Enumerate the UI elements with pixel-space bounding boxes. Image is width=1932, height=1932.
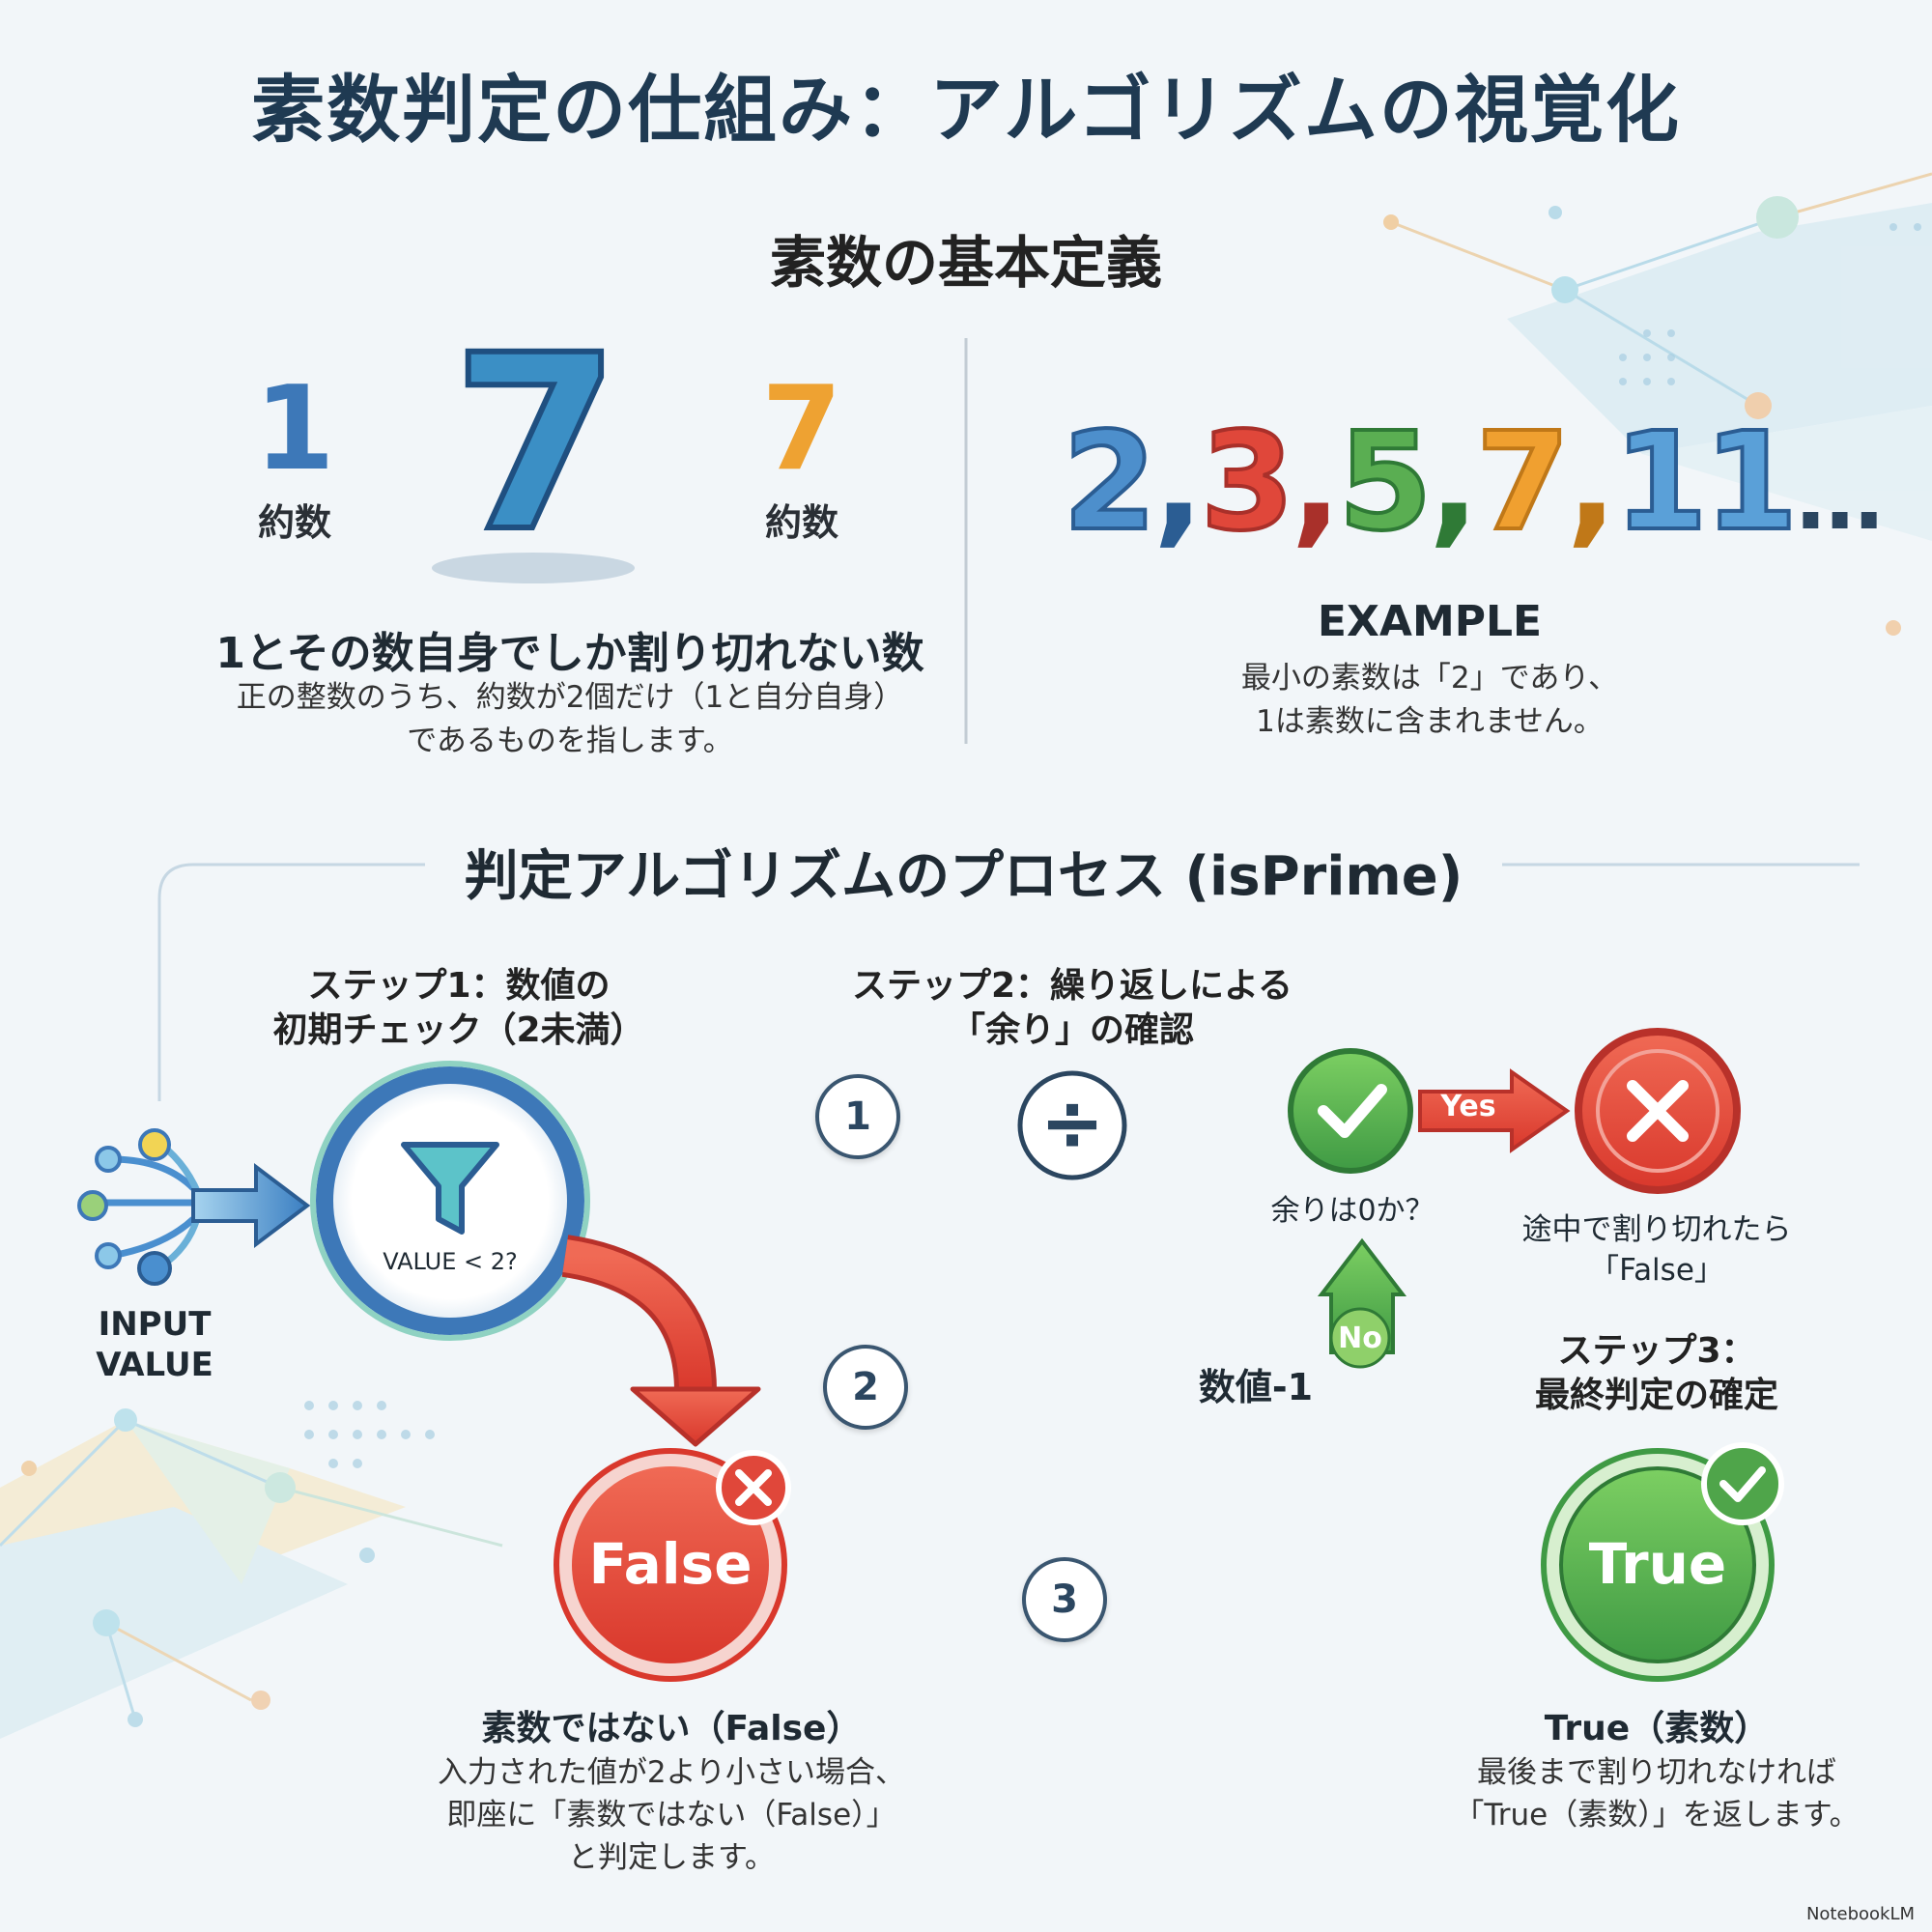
false-arrow: [562, 1239, 712, 1392]
false-desc-line1: 入力された値が2より小さい場合、: [437, 1755, 906, 1790]
network-decoration-top-right: [1383, 172, 1932, 636]
step3-label-line1: ステップ3：: [1557, 1331, 1756, 1371]
definition-desc-line1: 正の整数のうち、約数が2個だけ（1と自分自身）: [236, 680, 904, 715]
filter-condition-text: VALUE < 2?: [383, 1248, 518, 1275]
divide-symbol: ÷: [1039, 1078, 1105, 1168]
brand-watermark: NotebookLM: [1805, 1904, 1915, 1924]
prime-sep: ,: [1428, 404, 1480, 561]
divisor-seven-number: 7: [761, 362, 842, 497]
prime-sep: ,: [1566, 404, 1617, 561]
step-number-2: 2: [823, 1345, 908, 1430]
true-desc-line2: 「True（素数）」を返します。: [1454, 1798, 1860, 1833]
divisor-one-number: 1: [254, 362, 335, 497]
true-desc-line1: 最後まで割り切れなければ: [1477, 1755, 1836, 1790]
step-number-3: 3: [1022, 1557, 1107, 1642]
x-circle-icon: [1575, 1028, 1741, 1194]
prime-sep: ,: [1152, 404, 1204, 561]
funnel-icon: [401, 1142, 499, 1235]
step2-label-line1: ステップ2：繰り返しによる: [852, 966, 1293, 1006]
network-decoration-bottom-left: [0, 1408, 503, 1739]
divide-icon: [1017, 1070, 1127, 1180]
false-x-icon: [716, 1450, 791, 1525]
divisible-line2: 「False」: [1589, 1253, 1724, 1288]
step3-label-line2: 最終判定の確定: [1534, 1376, 1778, 1415]
check-circle-icon: [1288, 1048, 1413, 1174]
prime-ellipsis: ...: [1794, 448, 1886, 550]
true-result-heading: True（素数）: [1544, 1709, 1770, 1748]
dot-grid-decoration-top-right: [1619, 223, 1921, 385]
prime-3: 3: [1199, 404, 1296, 562]
false-result-heading: 素数ではない（False）: [481, 1709, 862, 1748]
definition-main-text: 1とその数自身でしか割り切れない数: [215, 629, 924, 678]
number-pedestal: [432, 553, 635, 583]
remainder-question: 余りは0か？: [1270, 1194, 1435, 1228]
false-desc-line3: と判定します。: [568, 1840, 775, 1875]
minus-one-label: 数値-1: [1198, 1366, 1314, 1408]
false-desc-line2: 即座に「素数ではない（False）」: [446, 1798, 896, 1833]
example-label: EXAMPLE: [1317, 597, 1543, 646]
step2-label-line2: 「余り」の確認: [950, 1010, 1194, 1050]
process-bracket-left: [157, 863, 425, 1101]
divisor-left-label: 約数: [257, 501, 331, 544]
input-branch-icon: [77, 1128, 202, 1286]
input-arrow: [191, 1162, 311, 1249]
prime-5: 5: [1336, 404, 1434, 562]
definition-desc-line2: であるものを指します。: [407, 724, 733, 758]
process-heading: 判定アルゴリズムのプロセス (isPrime): [464, 845, 1463, 908]
true-badge-text: True: [1588, 1531, 1727, 1597]
definition-heading: 素数の基本定義: [769, 230, 1162, 296]
input-label-line2: VALUE: [96, 1346, 213, 1384]
false-arrow-head: [630, 1386, 761, 1447]
step1-label-line1: ステップ1：数値の: [307, 966, 611, 1006]
center-number-seven: 7: [449, 303, 623, 584]
yes-label: Yes: [1440, 1090, 1496, 1123]
prime-2: 2: [1061, 404, 1158, 562]
no-label: No: [1338, 1321, 1382, 1355]
divisor-right-label: 約数: [764, 501, 838, 544]
divisible-line1: 途中で割り切れたら: [1521, 1212, 1792, 1247]
step1-label-line2: 初期チェック（2未満）: [272, 1010, 645, 1050]
true-check-icon: [1701, 1442, 1784, 1525]
true-result-circle: [1541, 1448, 1775, 1682]
prime-11: 11: [1611, 404, 1800, 562]
no-badge: [1329, 1307, 1391, 1369]
prime-sep: ,: [1291, 404, 1342, 561]
step-number-1: 1: [815, 1074, 900, 1159]
false-badge-text: False: [588, 1531, 753, 1597]
input-label-line1: INPUT: [98, 1305, 212, 1344]
example-line1: 最小の素数は「2」であり、: [1240, 661, 1619, 696]
prime-7: 7: [1474, 404, 1572, 562]
example-primes: 2,3,5,7,11...: [1061, 404, 1886, 562]
yes-arrow: [1418, 1068, 1571, 1153]
main-title: 素数判定の仕組み：アルゴリズムの視覚化: [251, 67, 1681, 153]
dot-grid-decoration-bottom-left: [304, 1401, 435, 1468]
example-line2: 1は素数に含まれません。: [1256, 704, 1604, 739]
